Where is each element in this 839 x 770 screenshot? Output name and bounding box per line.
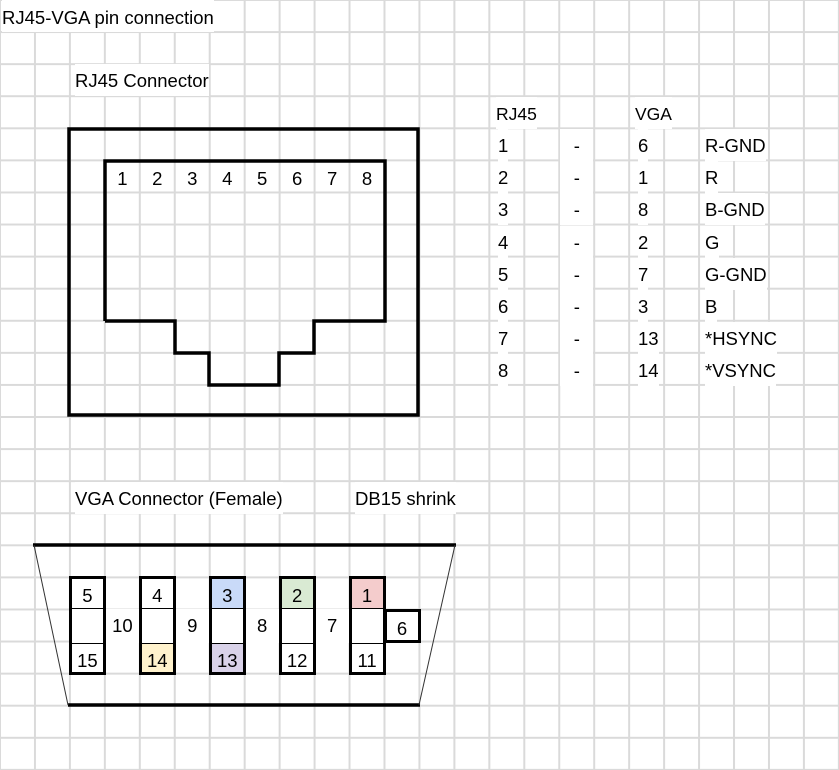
rj45-pin-cell: 6 [498,289,509,322]
rj45-pin-number: 2 [152,168,163,190]
vga-pin-10: 10 [103,608,141,643]
rj45-pin-cell: 4 [498,225,509,258]
vga-pin-5: 5 [68,576,106,611]
vga-pin-cell: 8 [638,193,649,226]
vga-pin-3: 3 [208,576,246,611]
separator-cell: - [560,129,594,162]
vga-pin-gap [138,608,176,643]
vga-pin-cell: 13 [638,321,659,354]
separator-cell: - [560,257,594,290]
rj45-pin-cell: 2 [498,161,509,194]
rj45-pin-number: 6 [292,168,303,190]
vga-pin-9: 9 [173,608,211,643]
rj45-pin-cell: 1 [498,129,509,162]
vga-pin-15: 15 [68,640,106,675]
vga-pin-gap [278,608,316,643]
vga-pin-14: 14 [138,640,176,675]
rj45-pin-number: 8 [361,168,373,190]
vga-pin-7: 7 [313,608,351,643]
separator-cell: - [560,161,594,194]
vga-pin-6: 6 [383,608,421,643]
vga-housing-right-edge [418,544,456,706]
vga-housing-left-edge [33,544,69,706]
vga-pin-11: 11 [348,640,386,675]
rj45-pin-number: 3 [187,168,198,190]
vga-pin-cell: 1 [638,161,649,194]
table-header-vga: VGA [635,97,672,129]
rj45-connector-label: RJ45 Connector [75,64,209,96]
separator-cell: - [560,289,594,322]
vga-connector-label: VGA Connector (Female) [75,482,283,514]
signal-name-cell: R [705,161,719,194]
vga-pin-cell: 6 [638,129,649,162]
vga-pin-cell: 2 [638,225,649,258]
rj45-pin-cell: 8 [498,353,509,386]
vga-pin-gap [208,608,246,643]
signal-name-cell: G [705,225,720,258]
vga-pin-12: 12 [278,640,316,675]
signal-name-cell: *VSYNC [705,353,776,386]
rj45-pin-cell: 3 [498,193,509,226]
vga-pin-cell: 7 [638,257,649,290]
rj45-pin-number: 1 [117,168,128,190]
vga-pin-8: 8 [243,608,281,643]
rj45-pin-cell: 7 [498,321,509,354]
rj45-socket-outline [103,159,387,387]
db15-shrink-label: DB15 shrink [355,482,456,514]
vga-pin-4: 4 [138,576,176,611]
rj45-pin-number: 5 [257,168,268,190]
separator-cell: - [560,321,594,354]
separator-cell: - [560,193,594,226]
signal-name-cell: B-GND [705,193,765,226]
signal-name-cell: G-GND [705,257,767,290]
signal-name-cell: R-GND [705,129,766,162]
rj45-pin-cell: 5 [498,257,509,290]
signal-name-cell: B [705,289,718,322]
signal-name-cell: *HSYNC [705,321,777,354]
rj45-pin-number: 4 [222,168,233,190]
vga-pin-gap [348,608,386,643]
separator-cell: - [560,353,594,386]
vga-pin-cell: 14 [638,353,659,386]
vga-pin-cell: 3 [638,289,649,322]
rj45-pin-number: 7 [326,168,338,190]
separator-cell: - [560,225,594,258]
vga-pin-1: 1 [348,576,386,611]
diagram-title: RJ45-VGA pin connection [2,0,214,32]
vga-pin-gap [68,608,106,643]
table-header-rj45: RJ45 [496,97,537,129]
vga-pin-2: 2 [278,576,316,611]
vga-pin-13: 13 [208,640,246,675]
